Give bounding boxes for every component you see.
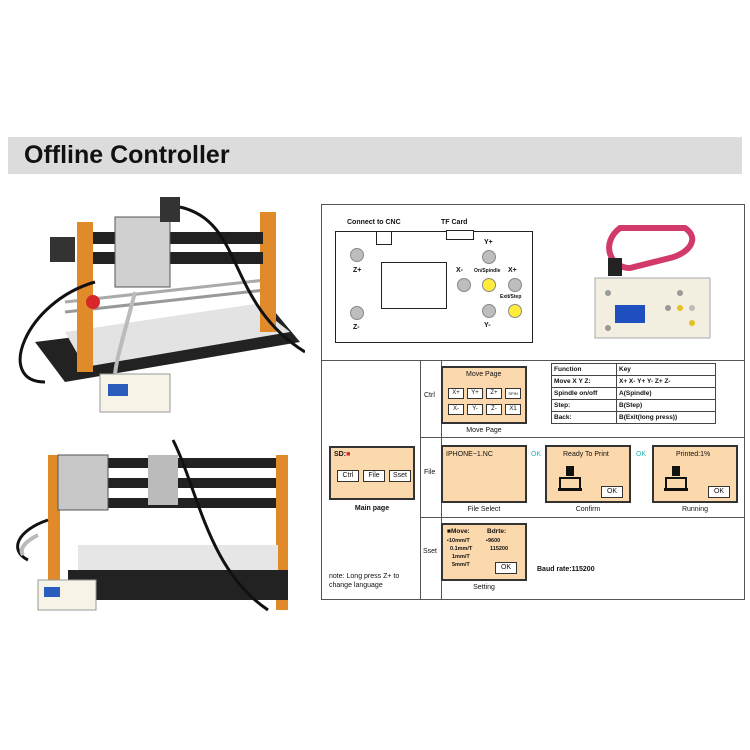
row-spindle-key: A(Spindle) [616,387,716,400]
key-z-plus[interactable]: Z+ [486,388,502,399]
y-minus-button[interactable] [482,304,496,318]
title-banner [8,137,742,174]
confirm-screen [545,445,631,503]
controller-photo [580,213,730,348]
ok-arrow-1: OK [531,451,542,458]
panel-lcd [381,262,447,309]
confirm-caption: Confirm [575,506,601,513]
tf-card-label: TF Card [441,219,468,226]
divider-left [420,360,421,600]
cnc-photo-bottom [8,430,298,620]
key-x-plus[interactable]: X+ [448,388,464,399]
running-caption: Running [681,506,709,513]
move-opt-01[interactable]: 0.1mm/T [450,546,473,552]
move-page-title: Move Page [466,371,502,378]
setting-ok-button[interactable]: OK [495,562,517,574]
y-plus-button[interactable] [482,250,496,264]
divider-top [321,360,745,361]
sset-button[interactable]: Sset [389,470,411,482]
divider-ctrl-file [420,437,745,438]
x-minus-label: X- [456,267,463,274]
key-y-plus[interactable]: Y+ [467,388,483,399]
spindle-button[interactable] [482,278,496,292]
header-key: Key [616,363,716,376]
cnc-connector [376,231,392,245]
key-z-minus[interactable]: Z- [486,404,502,415]
file-side-label: File [424,469,436,476]
key-x1[interactable]: X1 [505,404,521,415]
file-select-caption: File Select [467,506,501,513]
exit-step-button[interactable] [508,304,522,318]
confirm-ok-button[interactable]: OK [601,486,623,498]
move-opt-10[interactable]: ▪10mm/T [447,538,470,544]
key-spin[interactable]: SPIN [505,388,521,399]
z-plus-label: Z+ [353,267,362,274]
row-spindle-function: Spindle on/off [551,387,617,400]
row-step-key: B(Step) [616,399,716,412]
exit-step-label: Exit/Step [500,294,522,300]
controller-illustration [594,225,711,339]
sd-label: SD:■ [334,451,351,458]
connect-label: Connect to CNC [347,219,401,226]
z-plus-button[interactable] [350,248,364,262]
divider-file-sset [420,517,745,518]
key-y-minus[interactable]: Y- [467,404,483,415]
y-plus-label: Y+ [484,239,493,246]
cnc-photo-top [5,192,305,422]
x-plus-label: X+ [508,267,517,274]
move-opt-5[interactable]: 5mm/T [452,562,470,568]
main-page-caption: Main page [354,505,390,512]
file-name[interactable]: IPHONE~1.NC [446,451,493,458]
ctrl-side-label: Ctrl [424,392,435,399]
row-back-key: B(Exit(long press)) [616,411,716,424]
move-page-caption: Move Page [466,427,502,434]
bdrte-label: Bdrte: [487,528,507,535]
row-move-key: X+ X- Y+ Y- Z+ Z- [616,375,716,388]
running-ok-button[interactable]: OK [708,486,730,498]
y-minus-label: Y- [484,322,491,329]
x-minus-button[interactable] [457,278,471,292]
key-x-minus[interactable]: X- [448,404,464,415]
move-opt-1[interactable]: 1mm/T [452,554,470,560]
printed-text: Printed:1% [676,451,711,458]
move-label: ■Move: [447,528,470,535]
ok-arrow-2: OK [636,451,647,458]
language-note: note: Long press Z+ to change language [329,573,400,589]
tf-card-slot [446,230,474,240]
file-select-screen [441,445,527,503]
row-move-function: Move X Y Z: [551,375,617,388]
on-spindle-label: On/Spindle [474,268,501,274]
banner-title: Offline Controller [24,141,230,169]
baud-rate-text: Baud rate:115200 [537,566,595,573]
header-function: Function [551,363,617,376]
baud-opt-9600[interactable]: ▪9600 [486,538,501,544]
x-plus-button[interactable] [508,278,522,292]
file-button[interactable]: File [363,470,385,482]
spindle-icon-running [664,466,688,491]
spindle-icon-confirm [558,466,582,491]
row-back-function: Back: [551,411,617,424]
cnc-machine-illustration-top [18,197,305,413]
diagram-frame [321,204,745,600]
z-minus-label: Z- [353,324,360,331]
sset-side-label: Sset [423,548,438,555]
ctrl-button[interactable]: Ctrl [337,470,359,482]
cnc-machine-illustration-bottom [16,439,288,612]
row-step-function: Step: [551,399,617,412]
baud-opt-115200[interactable]: 115200 [490,546,509,552]
z-minus-button[interactable] [350,306,364,320]
ready-text: Ready To Print [563,451,609,458]
setting-caption: Setting [473,584,495,591]
